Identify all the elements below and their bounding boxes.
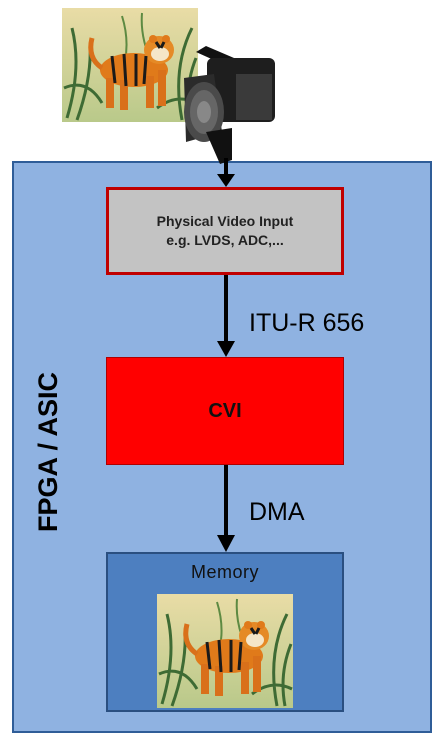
dma-label: DMA — [249, 498, 305, 526]
physical-input-line1: Physical Video Input — [156, 213, 294, 229]
physical-input-line2: e.g. LVDS, ADC,... — [166, 232, 284, 248]
itu-r-656-label: ITU-R 656 — [249, 309, 365, 337]
tiger-image — [62, 8, 198, 122]
physical-video-input-block: Physical Video Input e.g. LVDS, ADC,... — [106, 187, 344, 275]
cvi-block: CVI — [106, 357, 344, 465]
tiger-image-in-memory — [155, 592, 295, 710]
memory-label: Memory — [190, 562, 259, 582]
arrow-cvi-to-memory — [217, 465, 235, 552]
cvi-label: CVI — [208, 399, 242, 422]
arrow-camera-to-input — [217, 158, 235, 187]
video-camera-icon — [184, 46, 275, 164]
arrow-input-to-cvi — [217, 275, 235, 357]
memory-block: Memory — [106, 552, 344, 712]
